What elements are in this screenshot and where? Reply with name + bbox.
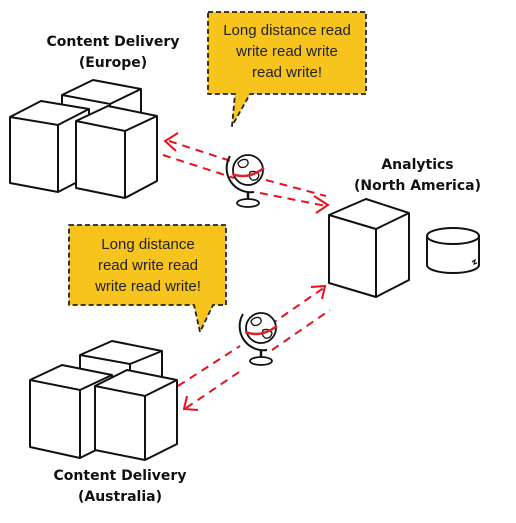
speech-bubble-top xyxy=(207,11,367,127)
dashed-arrow-icon xyxy=(177,284,327,387)
speech-bubble-top-text: Long distance read write read write read… xyxy=(212,20,362,83)
europe-label-line1: Content Delivery xyxy=(46,34,180,50)
australia-label-line2: (Australia) xyxy=(77,489,163,505)
europe-server-cluster xyxy=(9,79,158,199)
dashed-arrow-icon xyxy=(182,309,331,411)
speech-bubble-bottom xyxy=(68,224,227,333)
server-cube-icon xyxy=(328,198,410,298)
server-cube-icon xyxy=(29,364,113,459)
australia-label-line1: Content Delivery xyxy=(53,468,187,484)
analytics-label-line1: Analytics xyxy=(381,157,454,173)
analytics-label: Analytics (North America) xyxy=(350,155,485,197)
speech-bubble-bottom-text: Long distance read write read write read… xyxy=(73,234,223,297)
europe-label: Content Delivery (Europe) xyxy=(40,32,186,74)
server-cube-icon xyxy=(75,105,158,199)
analytics-server xyxy=(328,198,410,298)
globe-icon xyxy=(225,153,266,209)
bubble-top-line1: Long distance read xyxy=(223,22,351,39)
bubble-top-line2: write read write xyxy=(236,43,338,60)
bubble-bottom-line1: Long distance xyxy=(101,236,195,253)
australia-server-cluster xyxy=(29,340,178,461)
bubble-bottom-line3: write read write! xyxy=(95,278,201,295)
bubble-top-line3: read write! xyxy=(251,64,323,81)
australia-label: Content Delivery (Australia) xyxy=(44,466,196,508)
globe-icon xyxy=(238,311,279,367)
server-cube-icon xyxy=(94,369,178,461)
bubble-bottom-line2: read write read xyxy=(97,257,199,274)
europe-label-line2: (Europe) xyxy=(78,55,148,71)
database-cylinder-icon xyxy=(426,227,480,274)
dashed-arrow-icon xyxy=(162,154,330,214)
analytics-label-line2: (North America) xyxy=(354,178,481,194)
